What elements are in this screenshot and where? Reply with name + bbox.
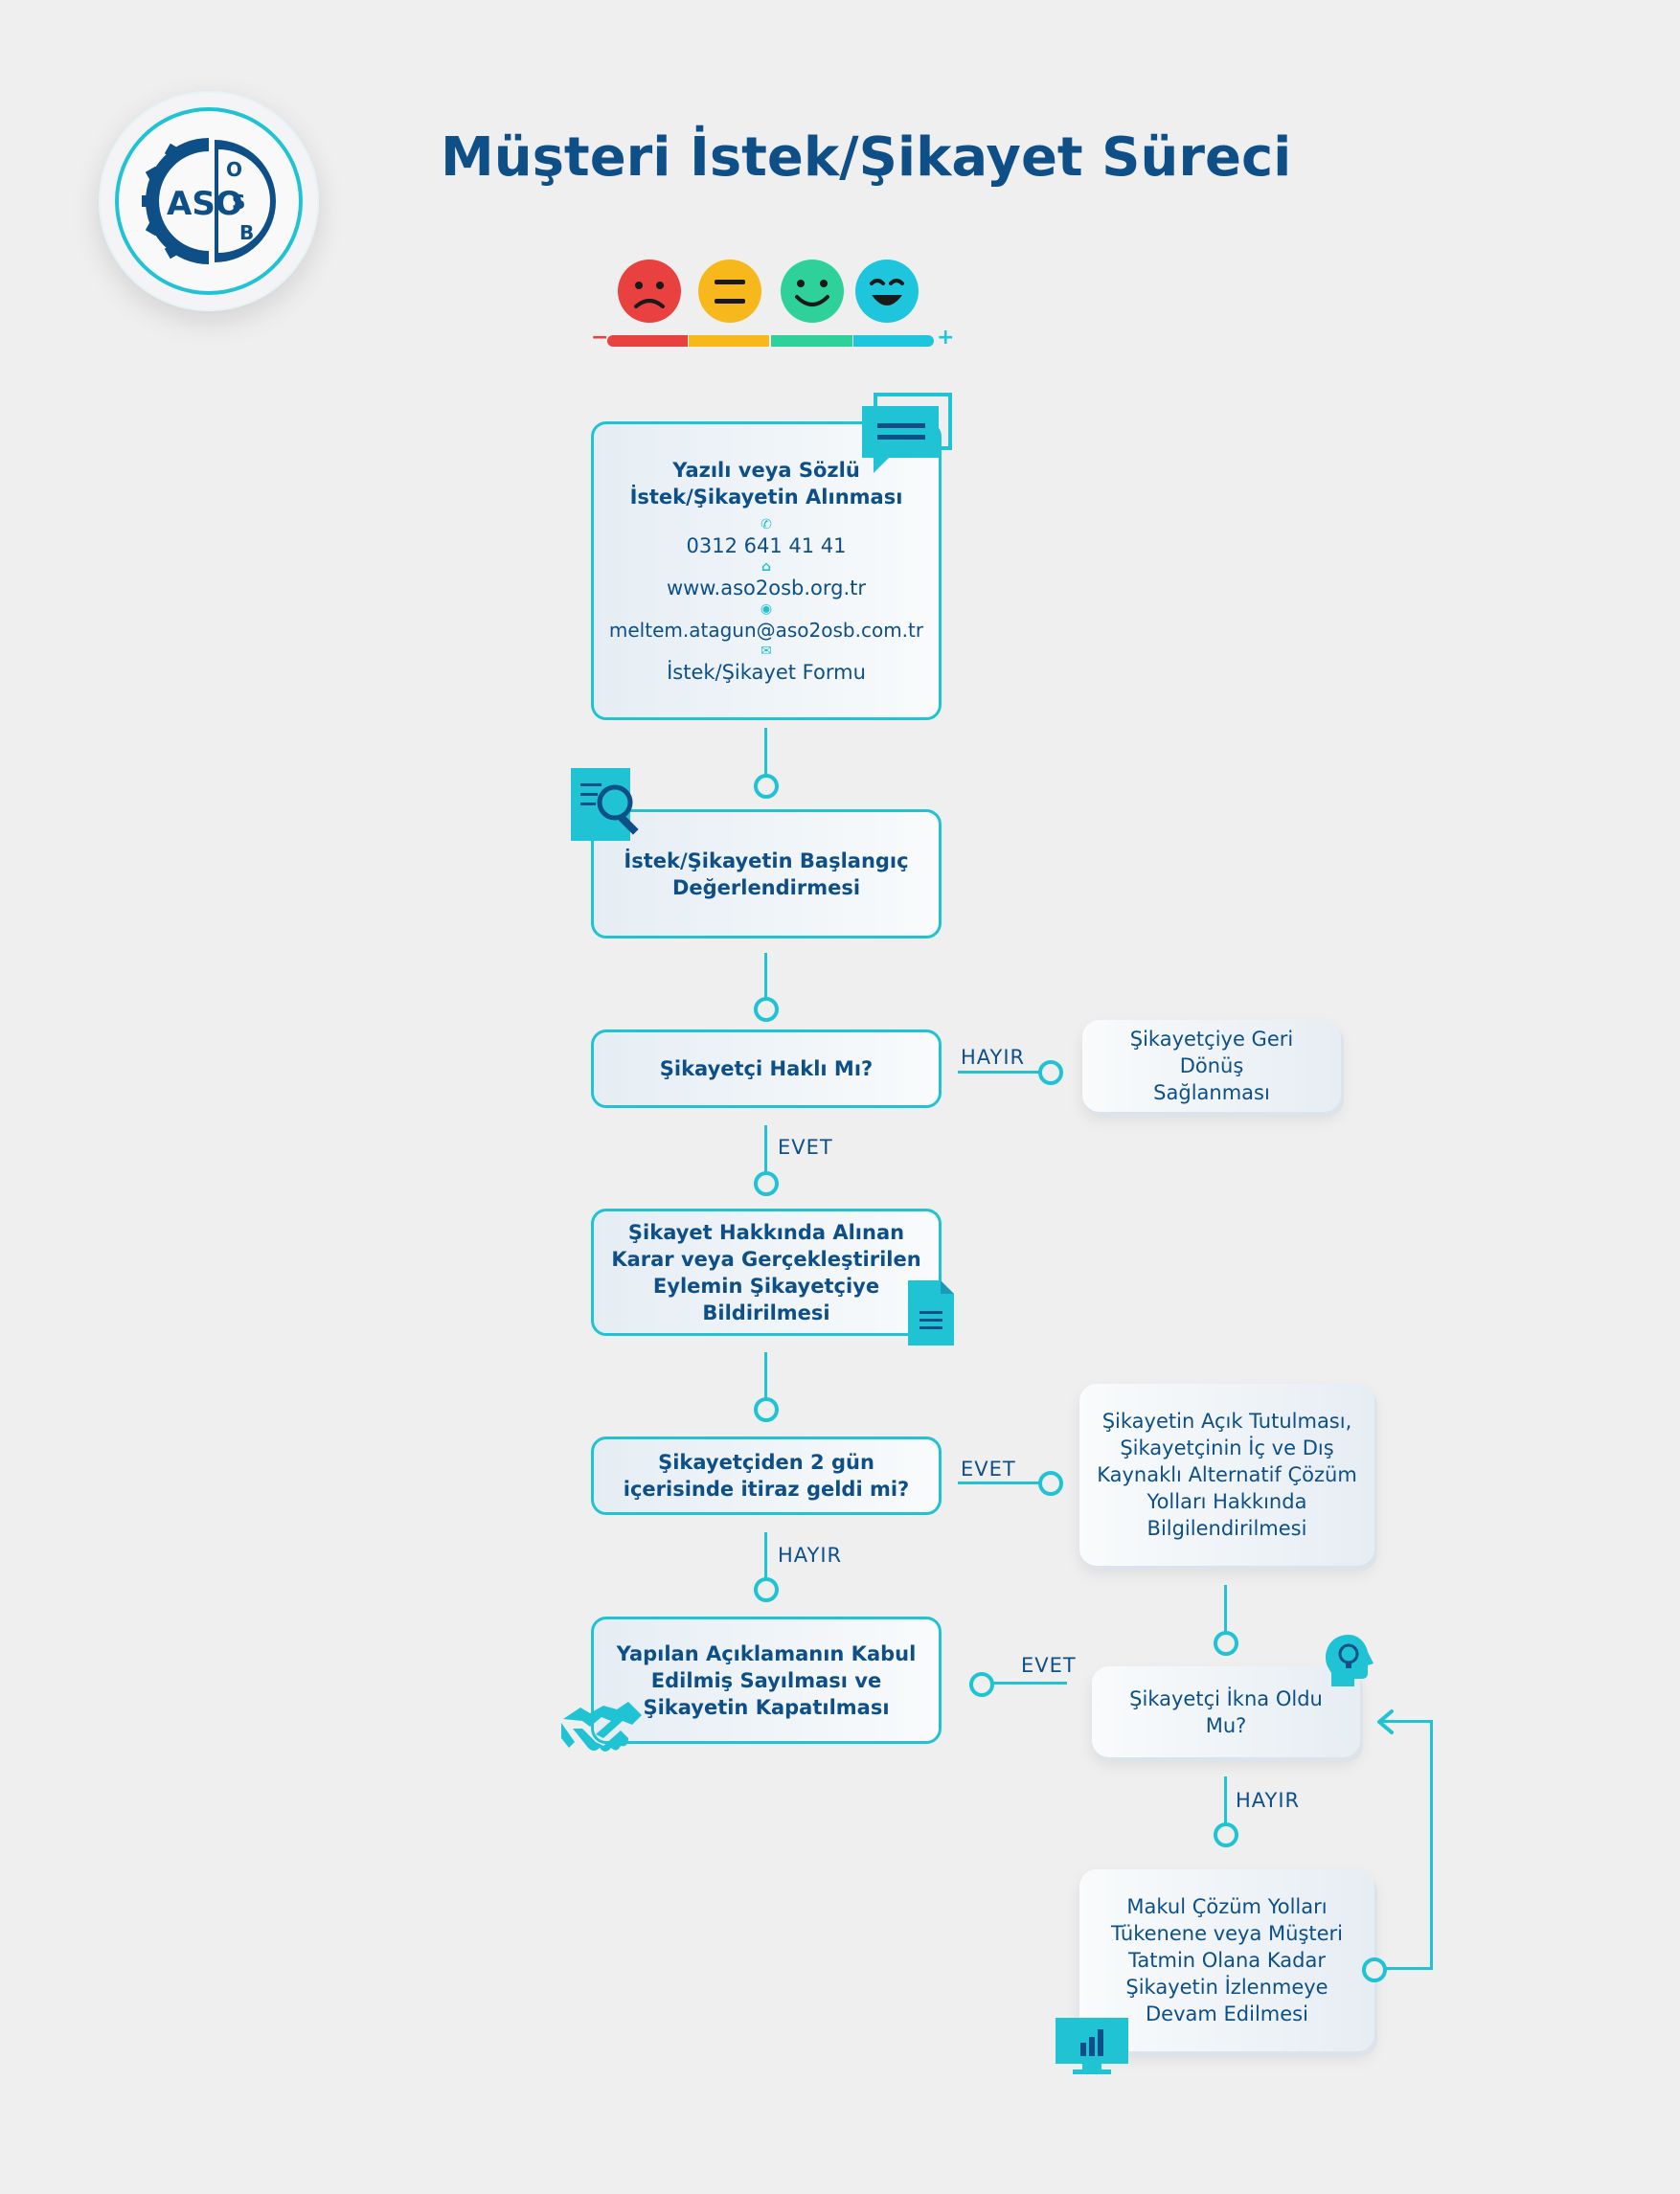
label-evet-1: EVET	[778, 1136, 833, 1159]
connector-7	[1224, 1776, 1227, 1824]
step-decision-line-3: Eylemin Şikayetçiye	[652, 1274, 880, 1298]
connector-evet-3	[990, 1682, 1067, 1685]
step-close-line-1: Yapılan Açıklamanın Kabul	[616, 1641, 917, 1665]
step-initial-eval-line-1: İstek/Şikayetin Başlangıç	[624, 848, 909, 872]
step-is-right-box: Şikayetçi Haklı Mı?	[591, 1029, 942, 1108]
step-feedback-line-2: Sağlanması	[1153, 1081, 1270, 1104]
step-close-line-3: Şikayetin Kapatılması	[643, 1695, 890, 1719]
connector-hayir-1	[958, 1071, 1042, 1074]
connector-dot-1	[754, 774, 779, 799]
step-initial-eval-box: İstek/Şikayetin Başlangıç Değerlendirmes…	[591, 809, 942, 939]
step-open-info-line-4: Yolları Hakkında	[1146, 1490, 1307, 1513]
step-close-line-2: Edilmiş Sayılması ve	[650, 1668, 882, 1692]
handshake-icon	[561, 1702, 642, 1752]
connector-dot-4	[754, 1397, 779, 1422]
step-receive-box: Yazılı veya Sözlü İstek/Şikayetin Alınma…	[591, 421, 942, 720]
contact-email: meltem.atagun@aso2osb.com.tr	[608, 619, 924, 642]
connector-4	[764, 1352, 767, 1398]
home-icon: ⌂	[761, 559, 772, 575]
step-monitor-line-1: Makul Çözüm Yolları	[1126, 1895, 1328, 1918]
label-evet-2: EVET	[961, 1458, 1016, 1481]
connector-dot-3	[754, 1171, 779, 1196]
scale-bar-yellow	[689, 335, 769, 347]
logo-b-text: B	[239, 221, 254, 244]
label-hayir-3: HAYIR	[1236, 1789, 1301, 1812]
connector-dot-7	[1214, 1822, 1238, 1847]
connector-loop-vertical	[1430, 1720, 1433, 1970]
label-hayir-1: HAYIR	[961, 1046, 1026, 1069]
grin-face-icon	[855, 260, 919, 323]
step-open-info-line-5: Bilgilendirilmesi	[1146, 1517, 1307, 1540]
arrow-left-icon	[1377, 1709, 1394, 1734]
step-objection-line-2: içerisinde itiraz geldi mi?	[623, 1478, 910, 1501]
phone-icon: ✆	[761, 517, 772, 532]
logo-o-text: O	[226, 158, 242, 181]
chat-bubble-icon	[862, 393, 952, 473]
neutral-face-icon	[698, 260, 761, 323]
step-open-info-line-2: Şikayetçinin İç ve Dış	[1120, 1436, 1334, 1459]
scale-bar-red	[607, 335, 688, 347]
step-receive-title-1: Yazılı veya Sözlü	[672, 459, 860, 482]
sad-face-icon	[618, 260, 681, 323]
step-feedback-box: Şikayetçiye Geri Dönüş Sağlanması	[1082, 1020, 1341, 1112]
connector-dot-2	[754, 997, 779, 1022]
step-open-info-box: Şikayetin Açık Tutulması, Şikayetçinin İ…	[1079, 1384, 1374, 1566]
label-evet-3: EVET	[1021, 1654, 1077, 1677]
connector-dot-hayir-1	[1038, 1060, 1063, 1085]
scale-plus: +	[937, 326, 955, 350]
label-hayir-2: HAYIR	[778, 1544, 843, 1567]
document-search-icon	[571, 768, 639, 841]
step-receive-title-2: İstek/Şikayetin Alınması	[629, 486, 903, 509]
connector-3	[764, 1125, 767, 1173]
step-monitor-line-2: Tükenene veya Müşteri	[1110, 1922, 1344, 1945]
step-decision-line-1: Şikayet Hakkında Alınan	[627, 1220, 905, 1244]
step-objection-box: Şikayetçiden 2 gün içerisinde itiraz gel…	[591, 1436, 942, 1515]
step-monitor-line-4: Şikayetin İzlenmeye	[1125, 1976, 1328, 1999]
globe-icon: ◉	[760, 601, 773, 617]
connector-dot-6	[1214, 1631, 1238, 1656]
step-open-info-line-1: Şikayetin Açık Tutulması,	[1101, 1410, 1352, 1433]
step-initial-eval-line-2: Değerlendirmesi	[671, 875, 861, 899]
monitor-chart-icon	[1056, 2018, 1128, 2074]
smile-face-icon	[781, 260, 844, 323]
connector-dot-5	[754, 1577, 779, 1602]
step-monitor-box: Makul Çözüm Yolları Tükenene veya Müşter…	[1079, 1869, 1374, 2051]
contact-form: İstek/Şikayet Formu	[667, 661, 866, 684]
page-title: Müşteri İstek/Şikayet Süreci	[441, 126, 1292, 189]
step-convinced-box: Şikayetçi İkna Oldu Mu?	[1092, 1666, 1360, 1757]
logo-icon: ASO O S B	[142, 138, 276, 264]
scale-bar-cyan	[853, 335, 934, 347]
step-convinced-text: Şikayetçi İkna Oldu Mu?	[1129, 1686, 1323, 1737]
step-objection-line-1: Şikayetçiden 2 gün	[658, 1451, 874, 1474]
connector-evet-2	[958, 1482, 1042, 1484]
contact-phone: 0312 641 41 41	[686, 534, 847, 557]
connector-loop-bottom	[1383, 1967, 1433, 1970]
step-decision-line-4: Bildirilmesi	[702, 1301, 830, 1324]
connector-2	[764, 953, 767, 998]
scale-bar-green	[771, 335, 852, 347]
step-decision-line-2: Karar veya Gerçekleştirilen	[611, 1247, 921, 1271]
step-close-box: Yapılan Açıklamanın Kabul Edilmiş Sayılm…	[591, 1617, 942, 1744]
connector-5	[764, 1532, 767, 1587]
connector-1	[764, 728, 767, 776]
document-icon	[908, 1280, 954, 1346]
mail-icon: ✉	[761, 644, 772, 659]
connector-dot-evet-2	[1038, 1471, 1063, 1496]
head-idea-icon	[1326, 1635, 1374, 1686]
step-open-info-line-3: Kaynaklı Alternatif Çözüm	[1097, 1463, 1357, 1486]
connector-dot-evet-3	[969, 1672, 994, 1697]
connector-6	[1224, 1585, 1227, 1633]
connector-dot-loop	[1362, 1957, 1387, 1982]
logo-s-text: S	[232, 191, 245, 214]
step-monitor-line-3: Tatmin Olana Kadar	[1128, 1949, 1326, 1972]
step-is-right-text: Şikayetçi Haklı Mı?	[659, 1057, 874, 1080]
step-monitor-line-5: Devam Edilmesi	[1146, 2002, 1308, 2025]
step-decision-box: Şikayet Hakkında Alınan Karar veya Gerçe…	[591, 1209, 942, 1336]
connector-loop-top	[1381, 1720, 1433, 1723]
logo-aso-text: ASO	[167, 185, 243, 223]
satisfaction-faces	[618, 260, 919, 323]
contact-web: www.aso2osb.org.tr	[666, 577, 867, 599]
scale-minus: −	[591, 326, 609, 350]
step-feedback-line-1: Şikayetçiye Geri Dönüş	[1129, 1028, 1294, 1077]
